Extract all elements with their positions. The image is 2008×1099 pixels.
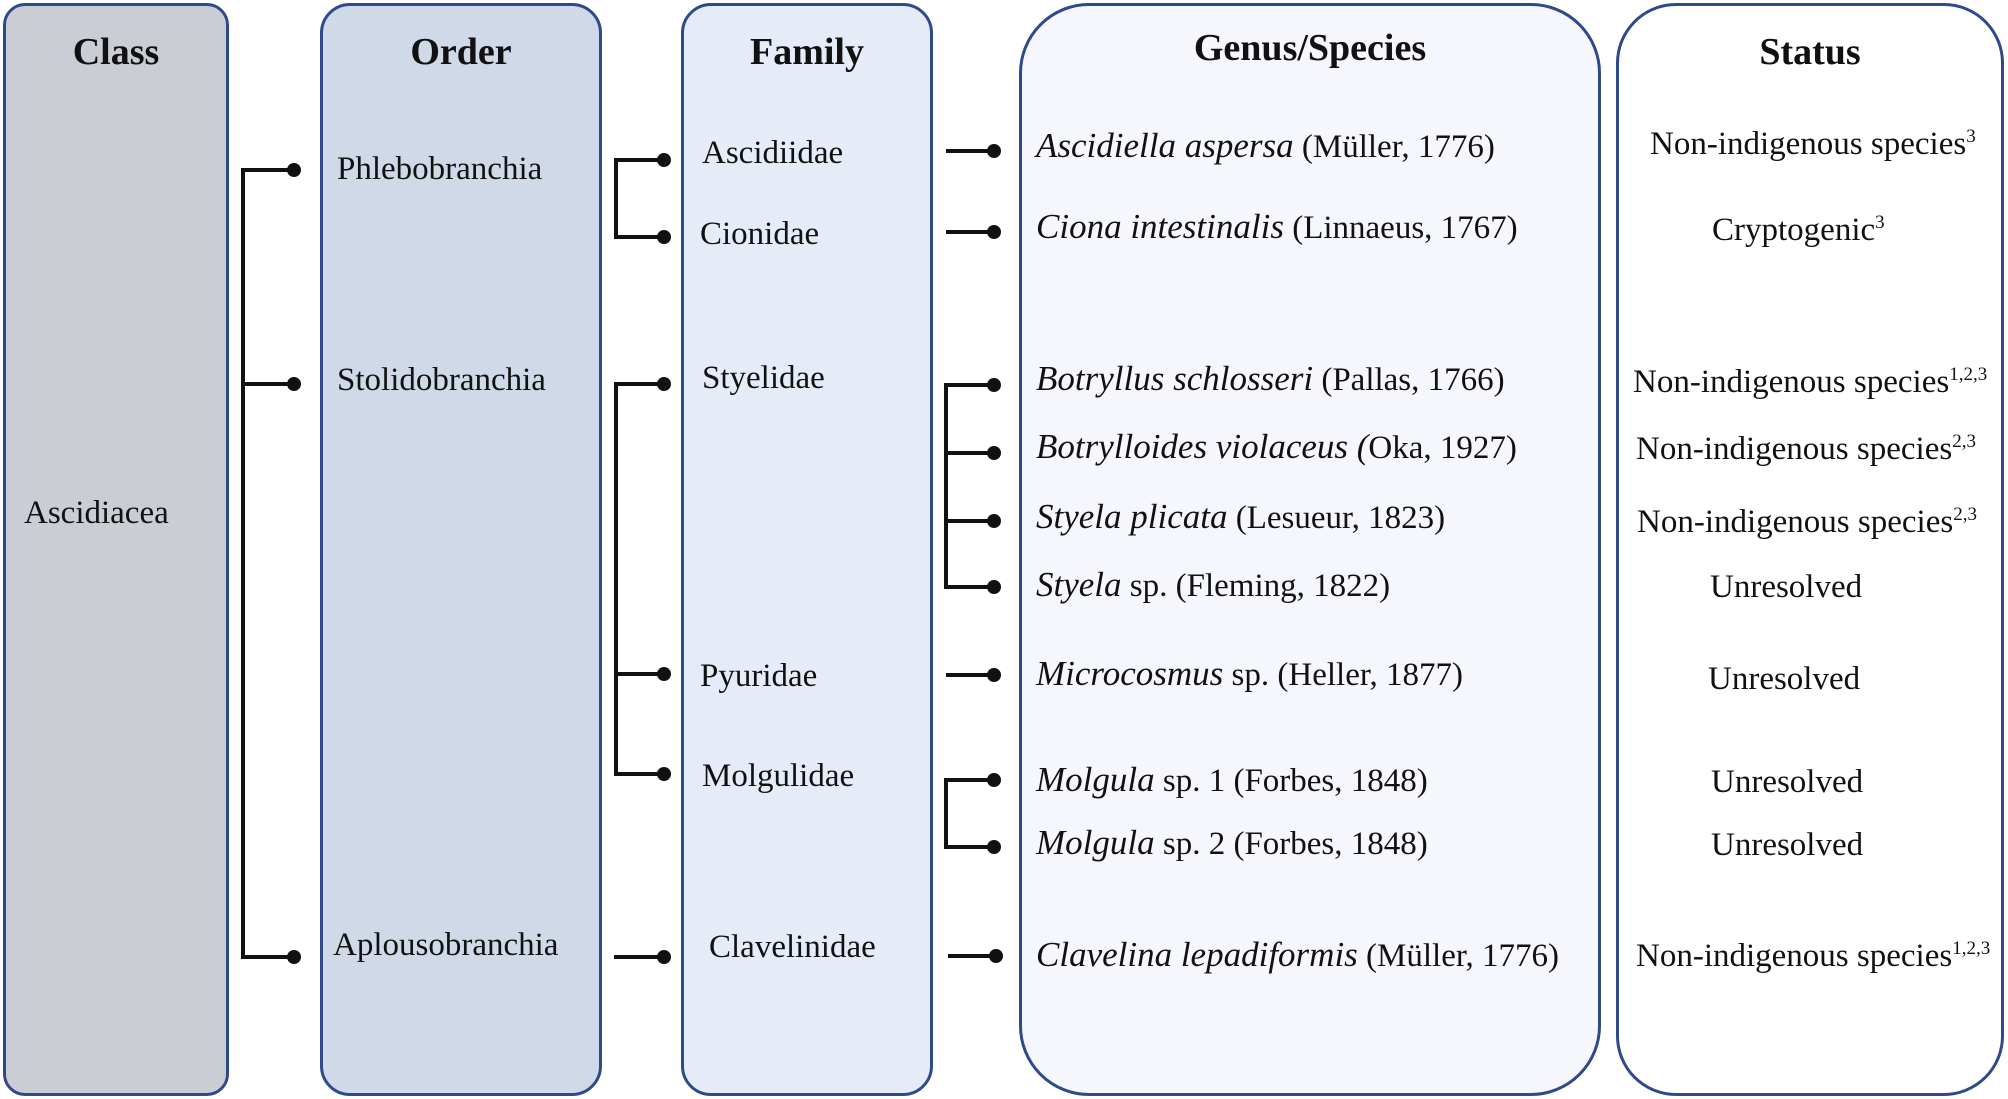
dot-species-9: [987, 840, 1001, 854]
species-row: Clavelina lepadiformis (Müller, 1776): [1036, 935, 1559, 976]
styelidae-species-bracket: [944, 383, 994, 589]
dot-family-5: [657, 767, 671, 781]
species-name: Styela: [1036, 565, 1122, 604]
status-panel: Status: [1616, 3, 2004, 1096]
genus-species-panel: Genus/Species: [1019, 3, 1601, 1096]
phlebo-family-bracket: [614, 158, 664, 239]
species-name: Botrylloides violaceus (: [1036, 427, 1369, 466]
species-row: Botryllus schlosseri (Pallas, 1766): [1036, 359, 1505, 400]
genus-species-header: Genus/Species: [1193, 27, 1427, 69]
species-author: (Pallas, 1766): [1321, 362, 1505, 398]
species-author: (Müller, 1776): [1366, 938, 1560, 974]
species-author: (Forbes, 1848): [1233, 826, 1428, 862]
species-author: (Heller, 1877): [1277, 657, 1463, 693]
status-label: Non-indigenous species1,2,3: [1636, 938, 1991, 974]
status-label: Non-indigenous species2,3: [1636, 431, 1976, 467]
species-row: Botrylloides violaceus (Oka, 1927): [1036, 427, 1517, 468]
family-clavelinidae: Clavelinidae: [709, 929, 876, 965]
dot-species-1: [987, 144, 1001, 158]
species-name: Styela plicata: [1036, 497, 1228, 536]
dot-species-7: [987, 668, 1001, 682]
dot-species-5: [987, 514, 1001, 528]
family-panel: Family: [681, 3, 933, 1096]
class-header: Class: [72, 31, 160, 73]
family-styelidae: Styelidae: [702, 360, 825, 396]
status-label: Non-indigenous species1,2,3: [1633, 364, 1988, 400]
status-label: Non-indigenous species3: [1650, 126, 1976, 162]
species-name: Ciona intestinalis: [1036, 207, 1284, 246]
status-label: Non-indigenous species2,3: [1637, 504, 1977, 540]
species-name: Molgula: [1036, 760, 1155, 799]
family-molgulidae: Molgulidae: [702, 758, 855, 794]
family-header: Family: [750, 31, 864, 73]
family-ascidiidae: Ascidiidae: [702, 135, 844, 171]
species-row: Molgula sp. 1 (Forbes, 1848): [1036, 760, 1428, 799]
family-cionidae: Cionidae: [700, 216, 820, 252]
status-label: Unresolved: [1708, 661, 1861, 697]
species-author: (Lesueur, 1823): [1235, 500, 1446, 536]
dot-order-1: [287, 163, 301, 177]
species-row: Microcosmus sp. (Heller, 1877): [1036, 654, 1463, 693]
species-author: (Fleming, 1822): [1175, 568, 1391, 604]
molgulidae-species-bracket: [944, 778, 994, 849]
class-order-bracket: [241, 168, 294, 959]
dot-order-3: [287, 950, 301, 964]
dot-order-2: [287, 377, 301, 391]
species-name: Microcosmus: [1036, 654, 1224, 693]
order-aplousobranchia: Aplousobranchia: [333, 927, 559, 963]
species-author: (Linnaeus, 1767): [1292, 210, 1518, 246]
status-label: Unresolved: [1711, 827, 1864, 863]
dot-family-6: [657, 950, 671, 964]
species-author: (Müller, 1776): [1301, 129, 1495, 165]
dot-family-4: [657, 667, 671, 681]
status-label: Unresolved: [1710, 569, 1863, 605]
class-panel: Class: [3, 3, 229, 1096]
dot-species-10: [989, 949, 1003, 963]
dot-species-2: [987, 225, 1001, 239]
species-row: Ciona intestinalis (Linnaeus, 1767): [1036, 207, 1518, 248]
dot-species-4: [987, 446, 1001, 460]
species-author: (Forbes, 1848): [1233, 763, 1428, 799]
species-name: Molgula: [1036, 823, 1155, 862]
order-stolidobranchia: Stolidobranchia: [337, 362, 546, 398]
status-header: Status: [1759, 31, 1861, 73]
dot-species-6: [987, 580, 1001, 594]
order-panel: Order: [320, 3, 602, 1096]
species-row: Molgula sp. 2 (Forbes, 1848): [1036, 823, 1428, 862]
status-label: Unresolved: [1711, 764, 1864, 800]
species-name: Clavelina lepadiformis: [1036, 935, 1358, 974]
dot-family-3: [657, 377, 671, 391]
species-author: Oka, 1927): [1368, 430, 1517, 466]
dot-family-2: [657, 230, 671, 244]
order-phlebobranchia: Phlebobranchia: [337, 151, 543, 187]
dot-species-3: [987, 378, 1001, 392]
species-name: Botryllus schlosseri: [1036, 359, 1314, 398]
dot-family-1: [657, 153, 671, 167]
species-name: Ascidiella aspersa: [1036, 126, 1294, 165]
family-pyuridae: Pyuridae: [700, 658, 818, 694]
status-label: Cryptogenic3: [1712, 212, 1885, 248]
species-row: Styela sp. (Fleming, 1822): [1036, 565, 1391, 604]
species-row: Styela plicata (Lesueur, 1823): [1036, 497, 1445, 538]
species-row: Ascidiella aspersa (Müller, 1776): [1036, 126, 1495, 167]
dot-species-8: [987, 773, 1001, 787]
stolido-family-bracket: [614, 382, 664, 776]
class-name: Ascidiacea: [24, 495, 169, 531]
order-header: Order: [410, 31, 512, 73]
